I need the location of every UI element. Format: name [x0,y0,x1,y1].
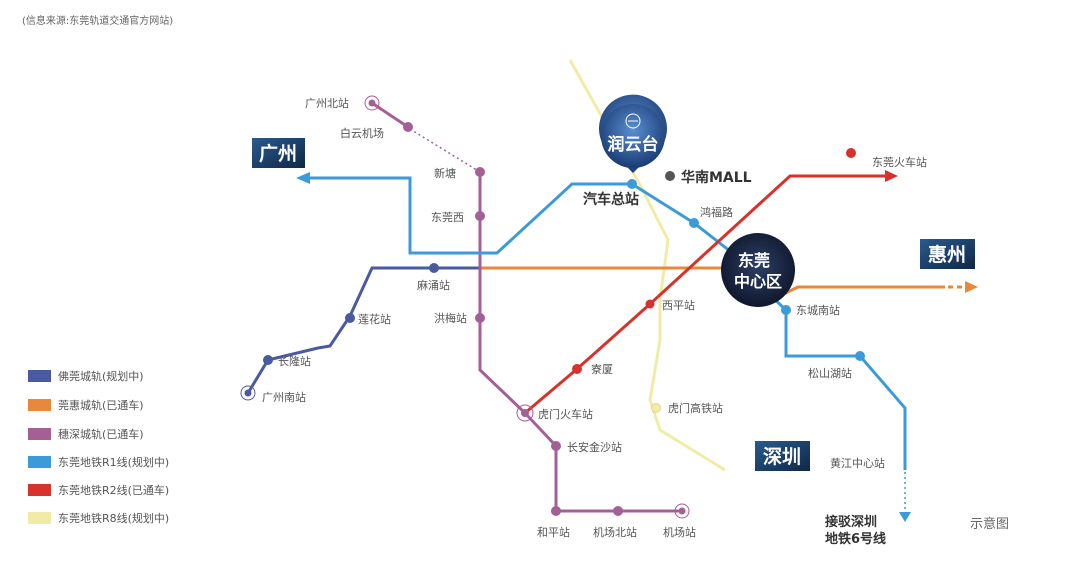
line-suishen-north [371,101,409,129]
station-hongfu-road: 鸿福路 [700,205,733,219]
line-r1 [310,176,736,257]
r2-arrow-icon [885,170,898,182]
station-songshan-lake: 松山湖站 [808,366,852,380]
station-lianhua: 莲花站 [358,312,391,326]
source-note: (信息来源:东莞轨道交通官方网站) [22,14,173,27]
legend-label: 东莞地铁R8线(规划中) [58,511,169,525]
legend-swatch [28,428,51,440]
center-hub-line1: 东莞 [738,251,770,270]
station-humen-hsr: 虎门高铁站 [668,401,723,415]
station-xiping: 西平站 [662,298,695,312]
logo-text: 润云台 [608,134,659,155]
station-changan-jinsha: 长安金沙站 [567,440,622,454]
station-heping: 和平站 [537,525,570,539]
legend-swatch [28,370,51,382]
city-shenzhen: 深圳 [755,441,810,471]
station-xintang: 新塘 [434,166,456,180]
legend-label: 莞惠城轨(已通车) [58,398,144,412]
station-changlong: 长隆站 [278,354,311,368]
connect-note-line1: 接驳深圳 [825,514,877,530]
station-markers [240,95,865,519]
legend-label: 东莞地铁R2线(已通车) [58,483,169,497]
r1-south-arrow-icon [899,512,911,522]
station-liaoxia: 寮厦 [591,362,613,376]
r1-west-arrow-icon [296,172,310,184]
connect-note-line2: 地铁6号线 [825,531,886,547]
legend-swatch [28,512,51,524]
station-mayong: 麻涌站 [417,278,450,292]
station-humen-railway: 虎门火车站 [538,407,593,421]
logo-emblem-icon [625,113,641,129]
legend-swatch [28,399,51,411]
station-guangzhou-south: 广州南站 [262,390,306,404]
line-suishen-planned [409,128,481,173]
legend-swatch [28,484,51,496]
project-logo-pin: 润云台 [598,94,667,173]
legend-swatch [28,456,51,468]
city-guangzhou-label: 广州 [259,142,297,165]
station-guangzhou-north: 广州北站 [305,96,349,110]
city-huizhou-label: 惠州 [928,244,966,266]
city-huizhou: 惠州 [920,239,975,269]
legend-label: 佛莞城轨(规划中) [58,369,144,383]
station-dongguan-west: 东莞西 [431,211,464,224]
station-dongcheng-south: 东城南站 [796,303,840,317]
legend-label: 穗深城轨(已通车) [58,427,144,441]
station-bus-terminal: 汽车总站 [583,191,639,208]
line-guanhui-east [764,285,945,305]
guanhui-arrow-icon [965,281,978,293]
station-airport: 机场站 [663,525,696,539]
line-r8 [568,59,726,472]
mall-label: 华南MALL [681,169,752,186]
station-hongmei: 洪梅站 [434,311,467,325]
center-hub-line2: 中心区 [734,272,782,291]
line-suishen [478,172,682,513]
station-dongguan-railway: 东莞火车站 [872,155,927,169]
city-guangzhou: 广州 [252,138,305,168]
diagram-note: 示意图 [970,516,1009,532]
legend: 佛莞城轨(规划中) 莞惠城轨(已通车) 穗深城轨(已通车) 东莞地铁R1线(规划… [28,369,169,525]
station-airport-north: 机场北站 [593,525,637,539]
legend-label: 东莞地铁R1线(规划中) [58,455,169,469]
center-hub: 东莞 中心区 [721,233,795,307]
station-huanggang-center: 黄江中心站 [830,456,885,470]
city-shenzhen-label: 深圳 [763,445,801,468]
station-baiyun-airport: 白云机场 [340,126,384,140]
